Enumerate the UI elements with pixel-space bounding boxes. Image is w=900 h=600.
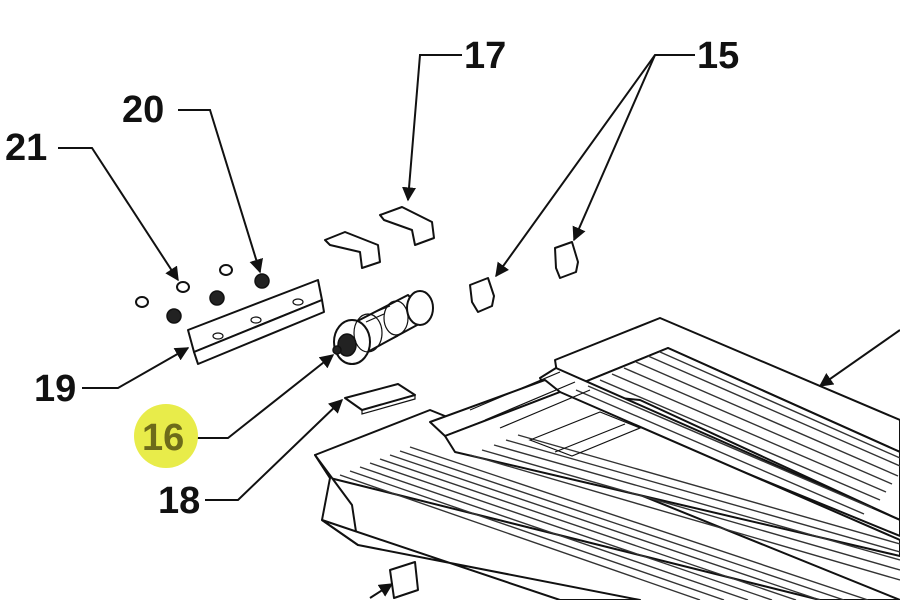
callout-18-label: 18 <box>158 480 200 522</box>
clamps-part-17 <box>324 206 435 269</box>
leader-lines <box>58 54 900 501</box>
callout-21-label: 21 <box>5 127 47 169</box>
clips-part-15 <box>469 241 579 313</box>
front-grille-slats <box>339 434 900 600</box>
plate-part-18 <box>344 383 416 415</box>
callout-19-label: 19 <box>34 368 76 410</box>
callout-20-label: 20 <box>122 89 164 131</box>
fasteners-parts-20-21 <box>135 264 270 324</box>
callout-16-label: 16 <box>142 417 184 459</box>
callout-15-label: 15 <box>697 35 739 77</box>
bracket-part-19 <box>187 279 325 365</box>
motor-part-16 <box>332 290 434 365</box>
callout-16-highlight <box>134 404 198 468</box>
tray-assembly <box>314 317 900 600</box>
callout-labels: 15 16 17 18 19 20 21 <box>5 35 739 522</box>
rear-grille-slats <box>575 351 900 515</box>
callout-17-label: 17 <box>464 35 506 77</box>
